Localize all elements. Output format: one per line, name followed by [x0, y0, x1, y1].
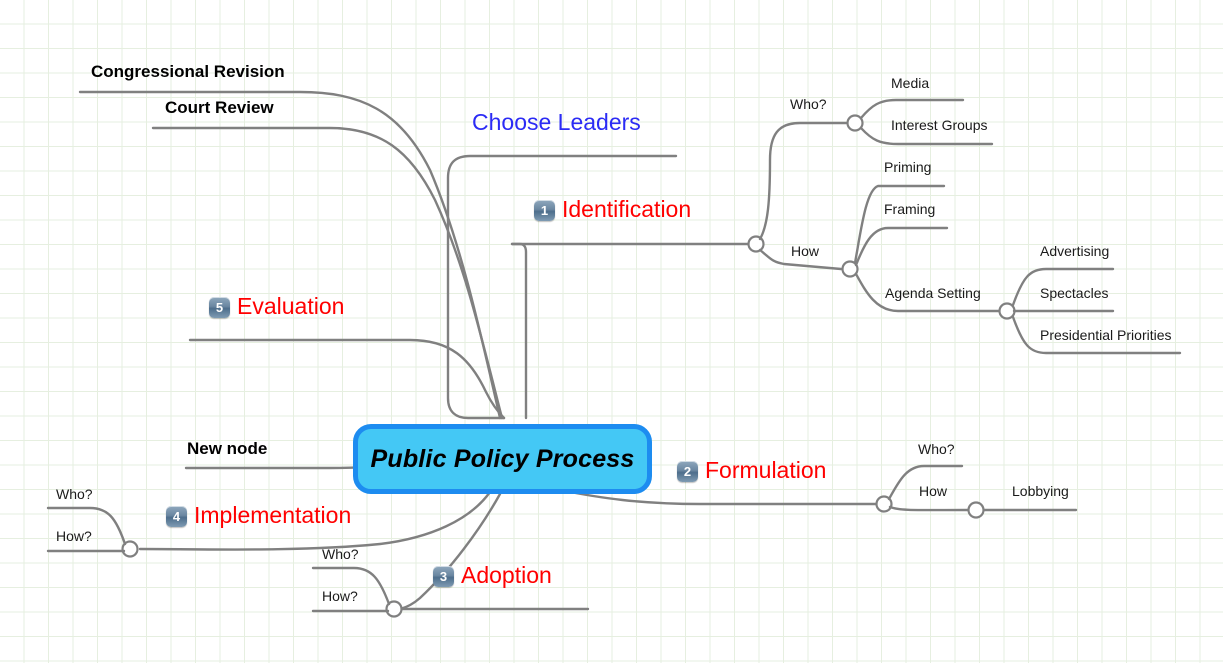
node-adoption-how[interactable]: How?: [322, 589, 358, 603]
node-formulation-how[interactable]: How: [919, 484, 947, 498]
root-node[interactable]: Public Policy Process: [353, 424, 652, 494]
node-spectacles-label: Spectacles: [1040, 285, 1109, 301]
node-media[interactable]: Media: [891, 76, 929, 90]
node-formulation-who[interactable]: Who?: [918, 442, 955, 456]
branch-evaluation-label: Evaluation: [237, 293, 345, 319]
node-framing-label: Framing: [884, 201, 936, 217]
root-node-label: Public Policy Process: [370, 444, 635, 473]
node-media-label: Media: [891, 75, 930, 91]
node-identification-who[interactable]: Who?: [790, 97, 827, 111]
badge-5-icon: 5: [209, 297, 230, 318]
node-choose-leaders[interactable]: Choose Leaders: [472, 111, 641, 134]
node-identification-who-label: Who?: [790, 96, 827, 112]
branch-identification-label: Identification: [562, 196, 692, 222]
node-agenda-setting-label: Agenda Setting: [885, 285, 981, 301]
node-presidential-priorities[interactable]: Presidential Priorities: [1040, 328, 1172, 342]
node-court-review[interactable]: Court Review: [165, 99, 274, 116]
node-interest-groups[interactable]: Interest Groups: [891, 118, 988, 132]
branch-identification[interactable]: 1 Identification: [534, 198, 691, 221]
branch-adoption[interactable]: 3 Adoption: [433, 564, 552, 587]
node-implementation-how[interactable]: How?: [56, 529, 92, 543]
node-advertising[interactable]: Advertising: [1040, 244, 1109, 258]
node-new-node-label: New node: [187, 439, 268, 458]
node-priming-label: Priming: [884, 159, 932, 175]
badge-2-icon: 2: [677, 461, 698, 482]
badge-4-icon: 4: [166, 506, 187, 527]
branch-formulation-label: Formulation: [705, 457, 827, 483]
node-framing[interactable]: Framing: [884, 202, 935, 216]
node-adoption-who-label: Who?: [322, 546, 359, 562]
node-adoption-who[interactable]: Who?: [322, 547, 359, 561]
node-new-node[interactable]: New node: [187, 440, 267, 457]
branch-adoption-label: Adoption: [461, 562, 552, 588]
node-implementation-how-label: How?: [56, 528, 92, 544]
node-lobbying[interactable]: Lobbying: [1012, 484, 1069, 498]
node-advertising-label: Advertising: [1040, 243, 1110, 259]
branch-evaluation[interactable]: 5 Evaluation: [209, 295, 344, 318]
node-implementation-who-label: Who?: [56, 486, 93, 502]
node-congressional-revision[interactable]: Congressional Revision: [91, 63, 285, 80]
node-choose-leaders-label: Choose Leaders: [472, 109, 641, 135]
node-court-review-label: Court Review: [165, 98, 274, 117]
node-identification-how[interactable]: How: [791, 244, 819, 258]
node-adoption-how-label: How?: [322, 588, 358, 604]
badge-1-icon: 1: [534, 200, 555, 221]
badge-3-icon: 3: [433, 566, 454, 587]
node-agenda-setting[interactable]: Agenda Setting: [885, 286, 981, 300]
branch-implementation-label: Implementation: [194, 502, 352, 528]
node-presidential-priorities-label: Presidential Priorities: [1040, 327, 1172, 343]
branch-implementation[interactable]: 4 Implementation: [166, 504, 351, 527]
node-lobbying-label: Lobbying: [1012, 483, 1069, 499]
node-congressional-revision-label: Congressional Revision: [91, 62, 285, 81]
node-spectacles[interactable]: Spectacles: [1040, 286, 1108, 300]
node-interest-groups-label: Interest Groups: [891, 117, 988, 133]
branch-formulation[interactable]: 2 Formulation: [677, 459, 826, 482]
node-identification-how-label: How: [791, 243, 820, 259]
node-priming[interactable]: Priming: [884, 160, 931, 174]
node-formulation-how-label: How: [919, 483, 948, 499]
node-formulation-who-label: Who?: [918, 441, 955, 457]
node-implementation-who[interactable]: Who?: [56, 487, 93, 501]
